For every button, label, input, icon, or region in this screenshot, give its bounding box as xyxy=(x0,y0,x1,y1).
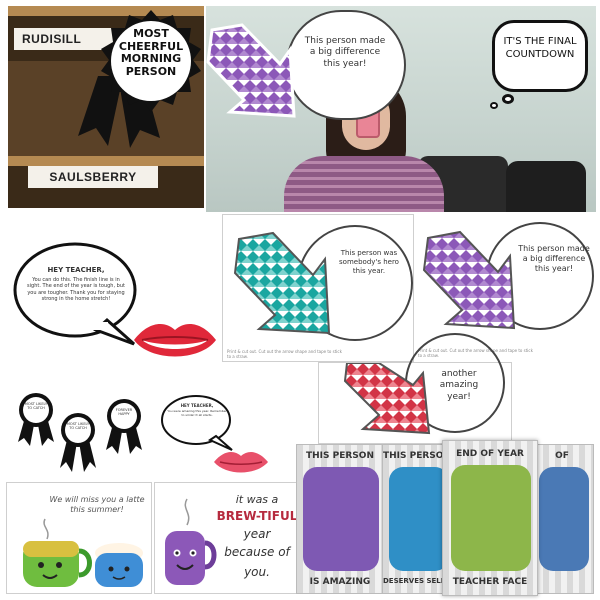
card3-text: another amazing year! xyxy=(439,369,479,402)
small-bubble-title: HEY TEACHER, xyxy=(180,403,214,408)
ribbon-badge xyxy=(101,10,201,112)
ribbon-text: MOST CHEERFUL MORNING PERSON xyxy=(118,27,184,78)
purple-arrow-icon xyxy=(206,23,296,118)
teacher-bubble-title: HEY TEACHER, xyxy=(47,266,105,274)
poster3-bottom: TEACHER FACE xyxy=(452,577,528,587)
countdown-bubble-dot1 xyxy=(502,94,514,104)
poster-teacher-face: END OF YEAR TEACHER FACE xyxy=(442,440,538,596)
poster3-top: END OF YEAR xyxy=(456,449,524,459)
teacher-bubble-body: You can do this. The finish line is in s… xyxy=(27,277,125,302)
ribbon-icon-2 xyxy=(60,413,96,472)
poster4-frame xyxy=(539,467,589,571)
arrow-bubble-text: This person made a big difference this y… xyxy=(304,36,386,69)
nameplate-top: RUDISILL xyxy=(14,28,124,50)
brew-line1: it was a xyxy=(235,493,279,506)
ribbon-group: MOST LIKELY TO CATCH MOST LIKELY TO CATC… xyxy=(10,392,150,476)
mug-card-latte: We will miss you a latte this summer! xyxy=(6,482,152,594)
countdown-bubble xyxy=(492,20,588,92)
brew-line3: year xyxy=(243,527,271,541)
brew-line2: BREW-TIFUL xyxy=(216,509,298,523)
shelf-bottom xyxy=(8,156,204,166)
poster-steel: OF xyxy=(530,444,594,594)
poster-amazing: THIS PERSON IS AMAZING xyxy=(296,444,384,594)
person-shirt xyxy=(284,156,444,212)
small-bubble-shape xyxy=(161,395,233,451)
poster4-top: OF xyxy=(555,451,569,461)
purple-arrow-icon-2 xyxy=(422,230,516,330)
poster2-frame xyxy=(389,467,449,571)
poster2-bottom: DESERVES SELF CARE xyxy=(383,577,451,585)
ribbon-2-text: MOST LIKELY TO CATCH xyxy=(66,422,90,431)
card-somebody-hero: This person was somebody's hero this yea… xyxy=(222,214,414,362)
card-another-year: another amazing year! xyxy=(318,333,512,444)
small-lips-icon xyxy=(214,452,268,473)
brew-line5: you. xyxy=(244,565,270,579)
teal-arrow-icon xyxy=(233,231,331,335)
red-arrow-icon xyxy=(343,363,431,435)
countdown-bubble-dot2 xyxy=(490,102,498,109)
countdown-text: IT'S THE FINAL COUNTDOWN xyxy=(503,36,577,60)
poster1-top: THIS PERSON xyxy=(306,451,374,461)
poster1-bottom: IS AMAZING xyxy=(309,577,371,587)
card2-text: This person made a big difference this y… xyxy=(518,244,590,273)
selfie-photo: This person made a big difference this y… xyxy=(206,6,596,212)
mugs-icon xyxy=(23,518,143,587)
teacher-bubble-shape xyxy=(13,242,137,346)
lips-icon xyxy=(134,324,216,357)
mailbox-photo: RUDISILL SAULSBERRY MOST CHEERFUL MORNIN… xyxy=(8,6,204,208)
hand-dryer-2 xyxy=(506,161,586,212)
ribbon-3-text: FOREVER HAPPY xyxy=(115,408,133,417)
purple-mug-icon xyxy=(165,498,217,585)
small-bubble-body: You were amazing this year. Remember to … xyxy=(167,409,227,417)
poster1-frame xyxy=(303,467,379,571)
mug-card-brewtiful: it was a BREW-TIFUL year because of you. xyxy=(154,482,298,594)
nameplate-bottom: SAULSBERRY xyxy=(28,166,158,188)
shelf-top xyxy=(8,6,204,16)
poster2-top: THIS PERSON xyxy=(383,451,451,461)
brew-line4: because of xyxy=(224,545,290,559)
mug-card1-text: We will miss you a latte this summer! xyxy=(49,495,145,514)
poster3-frame xyxy=(451,465,531,571)
card1-text: This person was somebody's hero this yea… xyxy=(339,249,399,275)
ribbon-icon-3 xyxy=(106,399,142,454)
ribbon-1-text: MOST LIKELY TO CATCH xyxy=(24,402,48,411)
poster-self-care: THIS PERSON DESERVES SELF CARE xyxy=(382,444,452,594)
ribbon-icon-1 xyxy=(18,393,54,446)
card1-footer: Print & cut out. Cut out the arrow shape… xyxy=(227,349,342,359)
